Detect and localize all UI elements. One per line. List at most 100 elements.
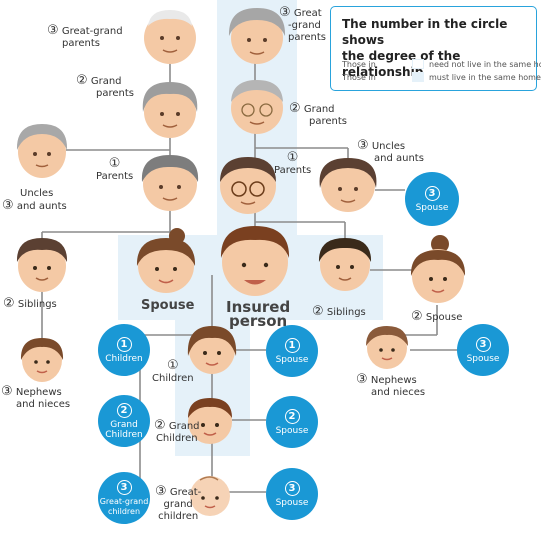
label-line: Grand — [168, 421, 200, 432]
bubble-number: 1 — [284, 337, 300, 353]
uncle-right-face — [319, 158, 377, 212]
bubble-uncle-spouse: 3 Spouse — [405, 172, 459, 226]
label-line: -grand — [288, 20, 321, 31]
parent-left-face — [141, 155, 199, 211]
insured-person-face — [220, 226, 290, 296]
degree-mark: ② — [76, 73, 88, 88]
degree-mark: ③ — [47, 23, 59, 38]
bubble-greatgrandchildren: 3 Great-grand children — [98, 472, 150, 524]
degree-mark: ① — [108, 156, 121, 171]
label-line: parents — [62, 38, 100, 49]
label-parents-right: ① Parents — [274, 150, 312, 177]
legend-title-line2: the degree of the relationship — [342, 49, 461, 79]
bubble-number: 1 — [116, 336, 132, 352]
label-line: Insured — [226, 298, 291, 316]
bubble-text: Grand — [110, 419, 138, 430]
label-line: Spouse — [425, 312, 463, 323]
label-line: Children — [152, 373, 194, 384]
degree-mark: ③ — [2, 198, 14, 213]
legend-row1-prefix: Those in — [342, 60, 376, 69]
degree-mark: ① — [166, 358, 179, 373]
label-line: Grand — [90, 76, 122, 87]
legend-row1-suffix: need not live in the same home — [429, 60, 541, 69]
legend-row2-swatch — [412, 72, 424, 82]
label-line: and aunts — [16, 201, 67, 212]
degree-mark: ② — [312, 304, 324, 319]
degree-mark: ② — [3, 296, 15, 311]
bubble-text: Spouse — [466, 353, 500, 364]
bubble-number: 2 — [284, 408, 300, 424]
sibling-left-face — [16, 238, 68, 292]
label-line: Children — [155, 433, 198, 444]
label-line: Siblings — [17, 299, 57, 310]
label-parents-left: ① Parents — [96, 156, 134, 183]
nephew-left-face — [20, 338, 64, 382]
parent-right-face — [220, 157, 276, 214]
degree-mark: ② — [289, 101, 301, 116]
label-nephews-right: ③ Nephews and nieces — [356, 372, 426, 399]
label-line: Great- — [169, 487, 202, 498]
legend-row1-swatch — [412, 59, 424, 69]
label-grandchildren: ② Grand Children — [154, 418, 200, 445]
legend-row2-prefix: Those in — [342, 73, 376, 82]
bubble-text: children — [107, 506, 141, 516]
label-greatgrandchildren: ③ Great- grand children — [155, 484, 202, 523]
degree-mark: ③ — [1, 384, 13, 399]
legend-title: The number in the circle shows the degre… — [342, 16, 536, 80]
label-line: parents — [288, 32, 326, 43]
label-siblings-left: ② Siblings — [3, 296, 57, 311]
label-line: Great — [293, 8, 322, 19]
bubble-text: Great-grand — [99, 496, 149, 506]
bubble-greatgrandchild-spouse: 3 Spouse — [266, 468, 318, 520]
label-line: Siblings — [326, 307, 366, 318]
bubble-nephew-spouse: 3 Spouse — [457, 324, 509, 376]
degree-mark: ③ — [155, 484, 167, 499]
grandparent-right-face — [231, 80, 283, 134]
bubble-number: 3 — [116, 479, 132, 495]
label-line: Great-grand — [61, 26, 123, 37]
label-line: Nephews — [370, 375, 417, 386]
bubble-text: Spouse — [275, 497, 309, 508]
label-line: Grand — [303, 104, 335, 115]
child-face — [187, 326, 237, 374]
degree-mark: ③ — [356, 372, 368, 387]
label-great-grandparents-left: ③ Great-grand parents — [47, 23, 123, 50]
label-line: parents — [309, 116, 347, 127]
degree-mark: ③ — [279, 5, 291, 20]
label-uncles-right: ③ Uncles and aunts — [357, 139, 424, 165]
spouse-center-face — [136, 228, 196, 293]
bubble-grandchild-spouse: 2 Spouse — [266, 396, 318, 448]
legend-title-line1: The number in the circle shows — [342, 17, 508, 47]
label-line: children — [158, 511, 199, 522]
label-line: Parents — [96, 171, 134, 182]
bubble-text: Spouse — [275, 425, 309, 436]
label-spouse-center: Spouse — [141, 298, 195, 313]
grandchild-face — [188, 398, 232, 444]
label-great-grandparents-right: ③ Great -grand parents — [279, 5, 326, 44]
uncle-left-face — [16, 124, 68, 178]
legend-box: The number in the circle shows the degre… — [330, 6, 541, 91]
bubble-children: 1 Children — [98, 324, 150, 376]
degree-mark: ② — [154, 418, 166, 433]
label-line: Parents — [274, 165, 312, 176]
bubble-text: Children — [105, 429, 143, 440]
great-grandchild-face — [190, 476, 230, 516]
label-line: and nieces — [371, 387, 426, 398]
label-nephews-left: ③ Nephews and nieces — [1, 384, 71, 411]
label-line: grand — [163, 499, 193, 510]
bubble-text: Spouse — [275, 354, 309, 365]
bubble-number: 3 — [475, 336, 491, 352]
great-grandparent-left-face — [144, 10, 196, 64]
degree-mark: ① — [286, 150, 299, 165]
label-line: and nieces — [16, 399, 71, 410]
label-line: Nephews — [15, 387, 62, 398]
label-line: parents — [96, 88, 134, 99]
label-grandparents-left: ② Grand parents — [76, 73, 134, 100]
bubble-text: Children — [105, 353, 143, 364]
label-spouse-right: ② Spouse — [411, 310, 463, 324]
label-line: person — [228, 312, 288, 330]
nephew-right-face — [366, 326, 408, 369]
label-line: and aunts — [374, 153, 424, 164]
